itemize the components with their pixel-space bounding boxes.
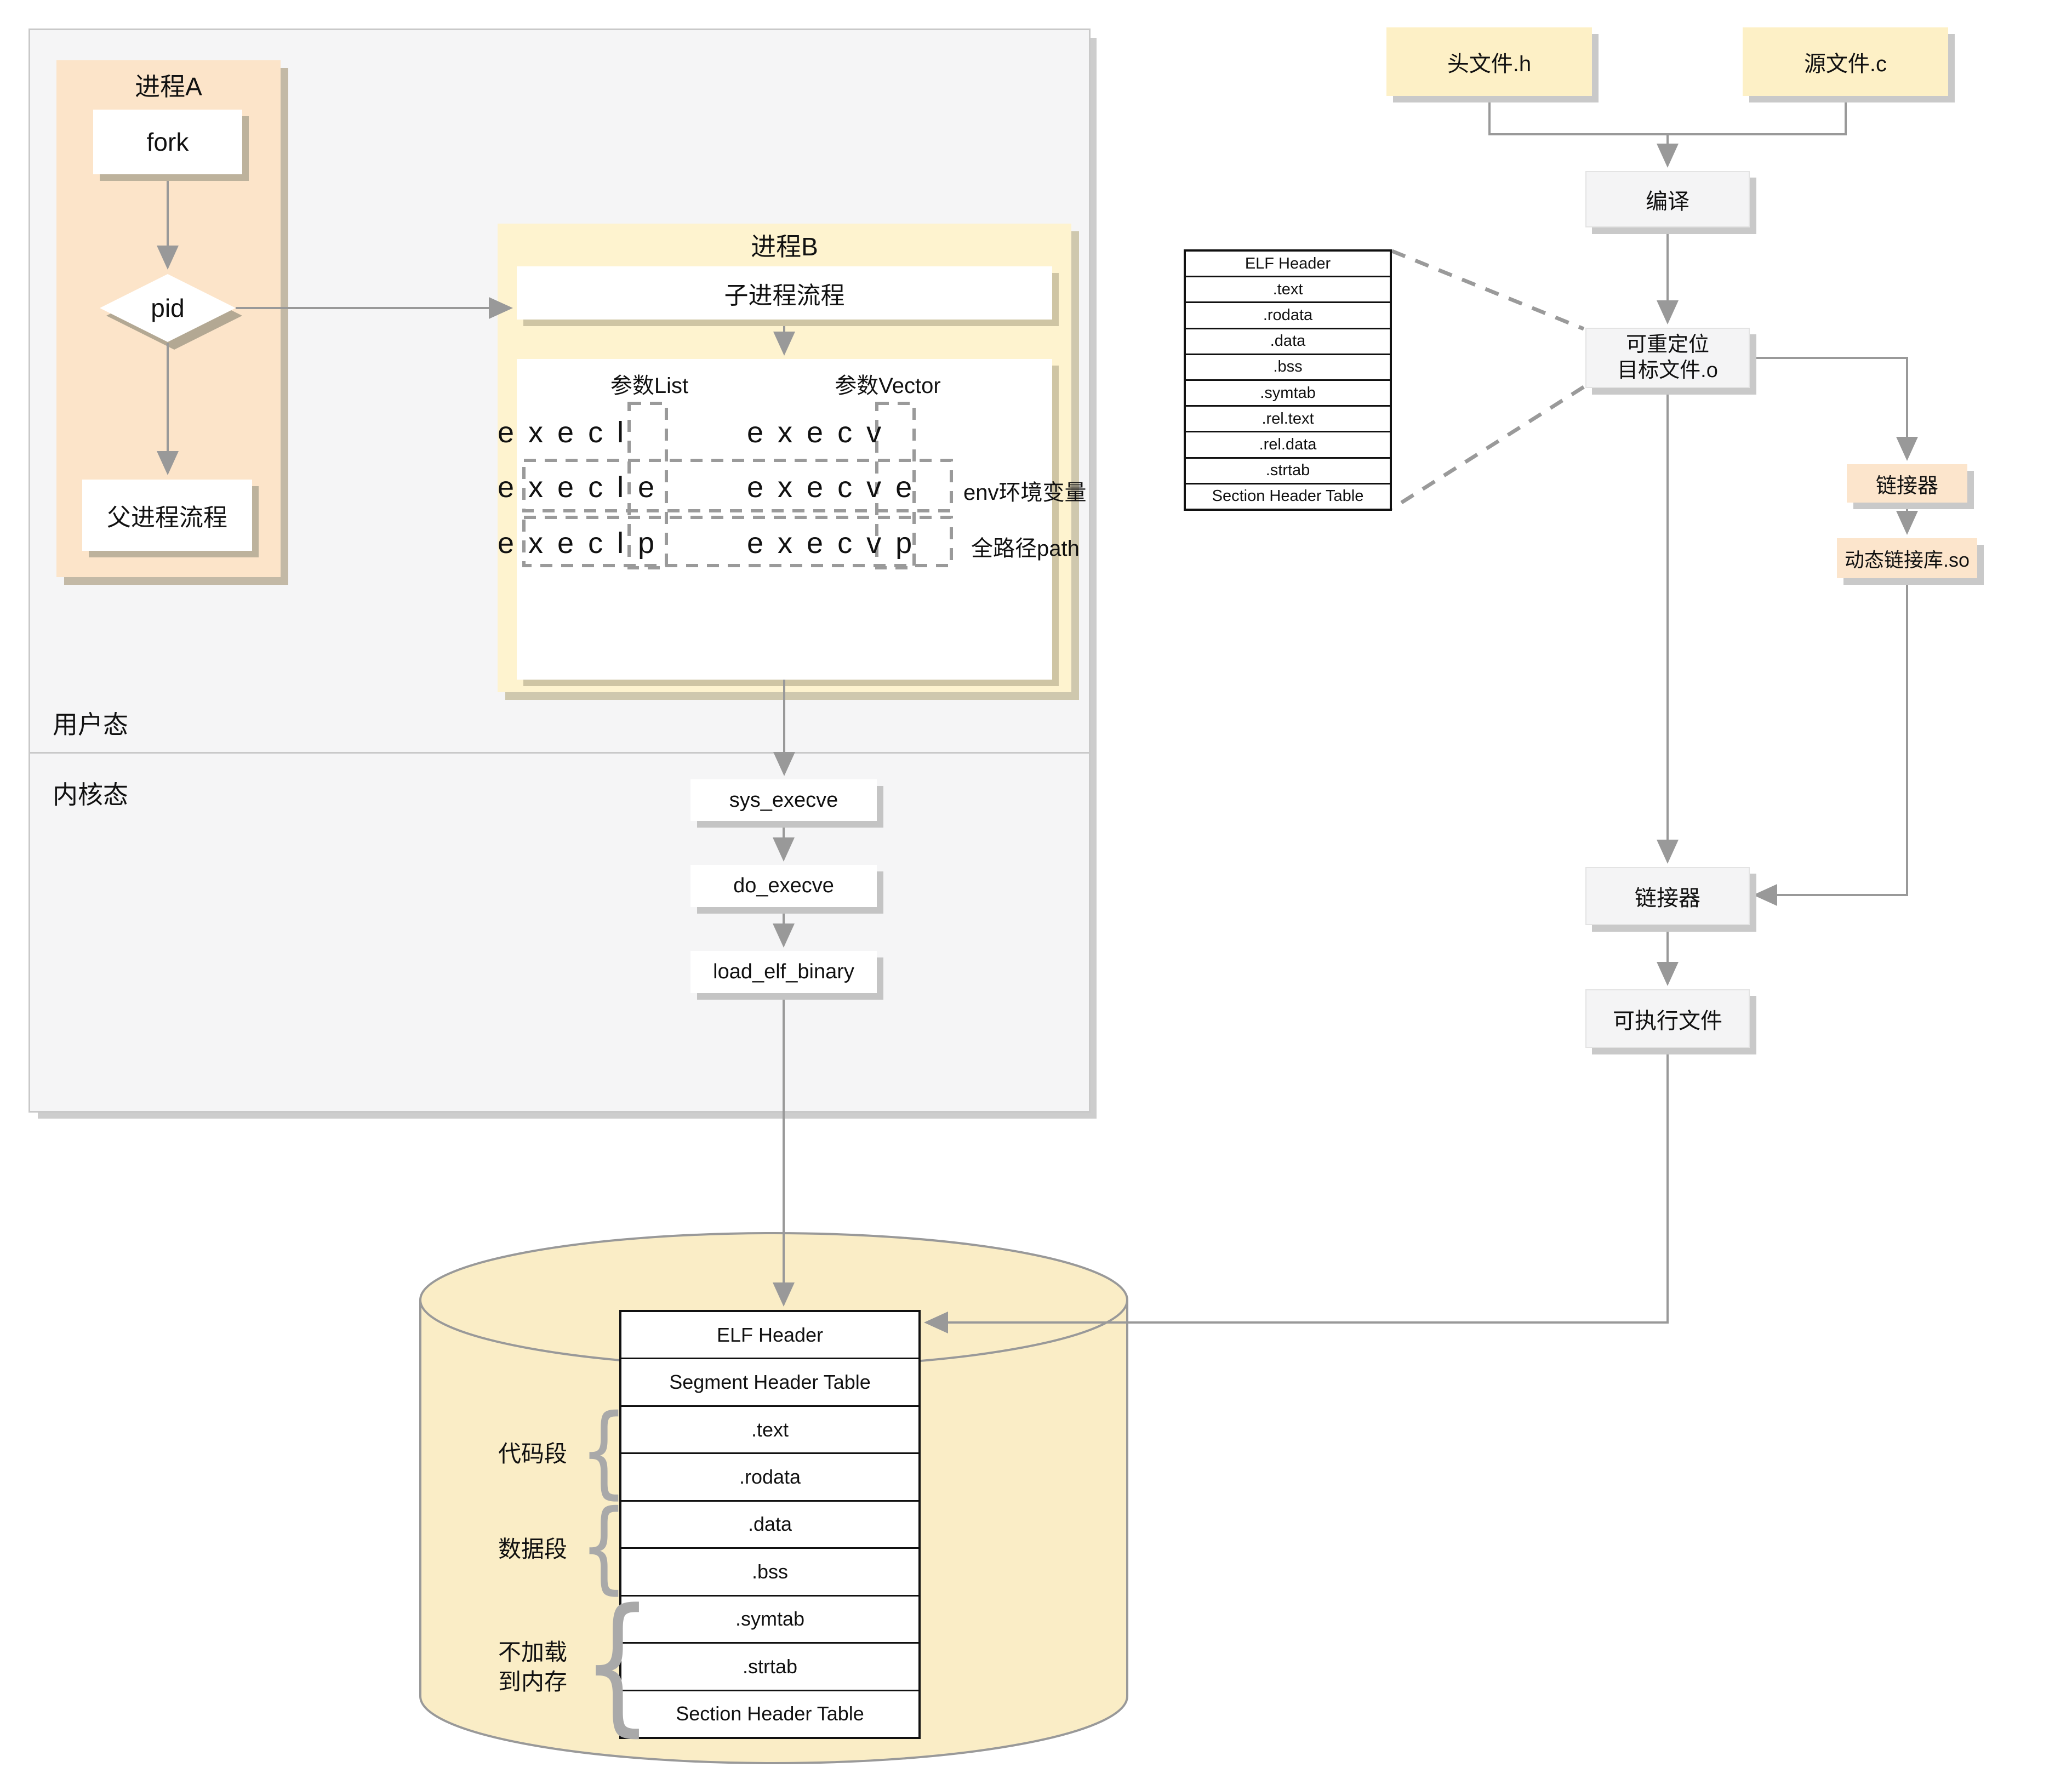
header-file-box: 头文件.h [1386, 27, 1592, 96]
kernel-mode-label: 内核态 [53, 780, 128, 809]
relocatable-line2: 目标文件.o [1617, 359, 1718, 382]
obj-elf-row: .text [1186, 276, 1390, 301]
param-vector-label: 参数Vector [835, 374, 941, 398]
callout-dash-top [1391, 249, 1585, 331]
obj-elf-row: ELF Header [1245, 254, 1331, 272]
elf-row: .data [621, 1500, 918, 1547]
brace-icon: { [581, 1577, 653, 1751]
elf-row: .rodata [621, 1452, 918, 1500]
exec-word-execve: execve [747, 471, 927, 504]
line-object-to-shared-linker [1750, 357, 1918, 461]
obj-elf-row: Section Header Table [1186, 482, 1390, 509]
exec-word-execvp: execvp [747, 527, 927, 560]
obj-elf-row: .rodata [1186, 301, 1390, 327]
pid-label: pid [151, 294, 185, 322]
sys-execve-box: sys_execve [690, 779, 877, 821]
source-file-box: 源文件.c [1743, 27, 1948, 96]
mode-divider [28, 752, 1091, 754]
shared-lib-box: 动态链接库.so [1837, 538, 1977, 578]
obj-elf-row: .symtab [1186, 379, 1390, 405]
executable-file-box: 可执行文件 [1585, 989, 1750, 1048]
child-flow-box: 子进程流程 [517, 266, 1052, 320]
exec-word-execl: execl [498, 416, 638, 449]
do-execve-box: do_execve [690, 865, 877, 907]
code-segment-label: 代码段 [498, 1441, 567, 1467]
obj-elf-row: .data [1186, 327, 1390, 354]
exec-word-execv: execv [747, 416, 896, 449]
parent-flow-box: 父进程流程 [82, 480, 252, 551]
elf-row: .symtab [621, 1594, 918, 1642]
obj-elf-row: .rel.text [1186, 405, 1390, 431]
callout-dash-bottom [1391, 385, 1585, 510]
shared-linker-box: 链接器 [1847, 464, 1967, 503]
relocatable-object-box: 可重定位 目标文件.o [1585, 328, 1750, 388]
obj-elf-row: .strtab [1186, 457, 1390, 483]
line-header-source-merge [1488, 96, 1847, 164]
noload-line1: 不加载 [498, 1639, 567, 1665]
brace-icon: { [580, 1393, 628, 1509]
process-b-title: 进程B [751, 232, 818, 261]
env-note-label: env环境变量 [963, 481, 1087, 505]
elf-row: ELF Header [716, 1323, 824, 1346]
exec-word-execle: execle [498, 471, 669, 504]
elf-row: .strtab [621, 1642, 918, 1689]
noload-line2: 到内存 [498, 1668, 567, 1695]
linker-box: 链接器 [1585, 867, 1750, 925]
data-segment-label: 数据段 [498, 1536, 567, 1562]
elf-row: Section Header Table [621, 1689, 918, 1737]
param-list-label: 参数List [610, 374, 689, 398]
exec-family-box [517, 359, 1052, 680]
fork-box: fork [93, 110, 242, 174]
relocatable-line1: 可重定位 [1625, 333, 1709, 356]
process-a-title: 进程A [135, 72, 202, 101]
noload-segment-label: 不加载 到内存 [433, 1638, 567, 1697]
elf-row: .text [621, 1405, 918, 1452]
obj-elf-row: .bss [1186, 353, 1390, 379]
line-sharedlib-to-linker [1753, 578, 1908, 906]
elf-row: Segment Header Table [621, 1358, 918, 1405]
user-mode-label: 用户态 [53, 710, 128, 739]
exec-word-execlp: execlp [498, 527, 669, 560]
object-elf-table: ELF Header .text .rodata .data .bss .sym… [1184, 249, 1392, 511]
path-note-label: 全路径path [971, 537, 1080, 561]
load-elf-binary-box: load_elf_binary [690, 951, 877, 993]
executable-elf-table: ELF Header Segment Header Table .text .r… [619, 1310, 921, 1739]
elf-row: .bss [621, 1547, 918, 1594]
compile-box: 编译 [1585, 171, 1750, 227]
obj-elf-row: .rel.data [1186, 431, 1390, 457]
